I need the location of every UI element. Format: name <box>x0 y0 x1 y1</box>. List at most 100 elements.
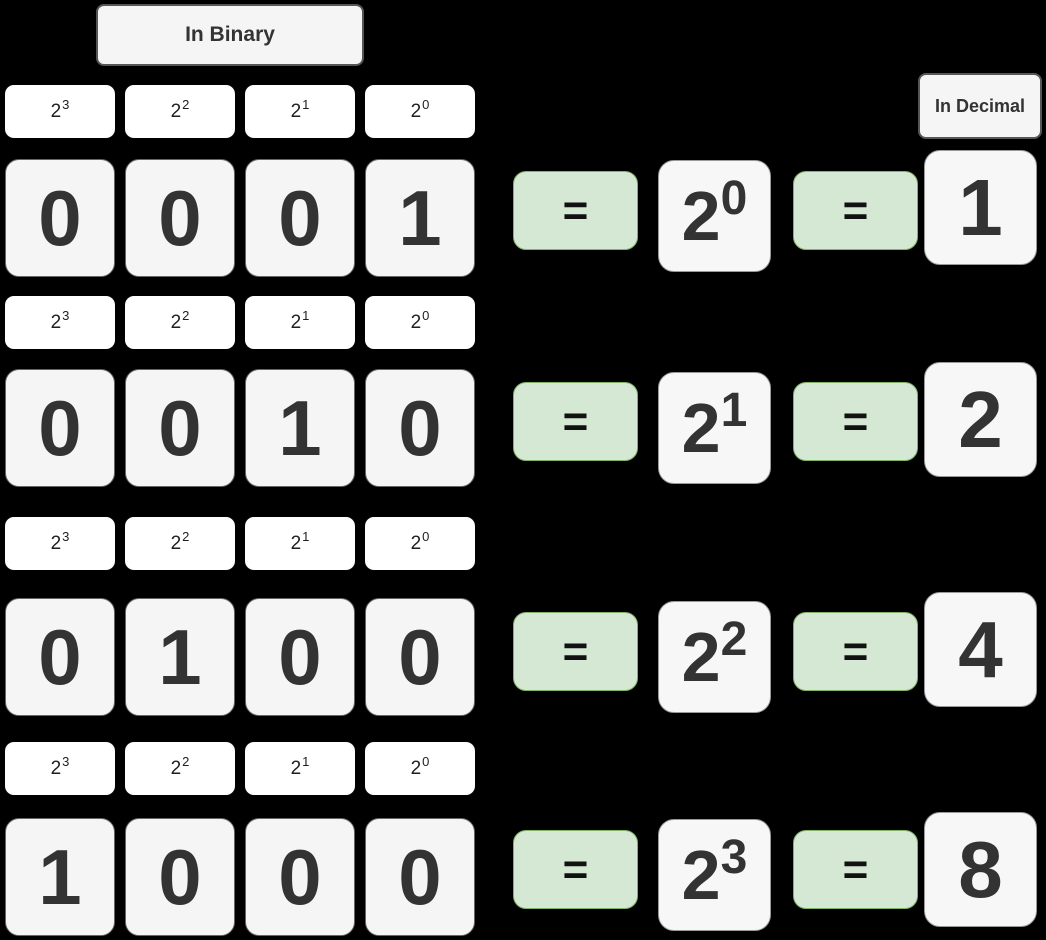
power-exponent: 1 <box>302 308 310 323</box>
power-base: 2 <box>50 100 62 122</box>
bit-cell: 1 <box>365 159 475 277</box>
power-exponent: 3 <box>62 97 70 112</box>
power-base: 2 <box>681 618 721 696</box>
binary-bits-row-4: 1 0 0 0 <box>5 818 475 936</box>
power-base: 2 <box>681 836 721 914</box>
equals-badge: = <box>513 382 638 461</box>
power-base: 2 <box>170 757 182 779</box>
bit-cell: 0 <box>5 598 115 716</box>
bit-cell: 0 <box>5 369 115 487</box>
power-exponent: 2 <box>182 308 190 323</box>
decimal-card: 2 <box>924 362 1037 477</box>
power-exponent: 0 <box>720 172 748 225</box>
equals-badge: = <box>793 830 918 909</box>
power-base: 2 <box>50 757 62 779</box>
power-exponent: 3 <box>720 831 748 884</box>
power-base: 2 <box>410 532 422 554</box>
bit-cell: 1 <box>125 598 235 716</box>
power-exponent: 0 <box>422 754 430 769</box>
power-of-two-card: 23 <box>658 819 771 931</box>
equals-badge: = <box>513 612 638 691</box>
power-exponent: 1 <box>302 529 310 544</box>
decimal-card: 8 <box>924 812 1037 927</box>
power-exponent: 0 <box>422 529 430 544</box>
bit-cell: 0 <box>245 598 355 716</box>
power-base: 2 <box>410 757 422 779</box>
power-base: 2 <box>410 311 422 333</box>
bit-cell: 0 <box>365 598 475 716</box>
bit-cell: 0 <box>125 818 235 936</box>
power-exponent: 2 <box>182 754 190 769</box>
bit-cell: 0 <box>365 369 475 487</box>
power-base: 2 <box>681 177 721 255</box>
power-value: 23 <box>682 834 748 911</box>
equals-badge: = <box>793 612 918 691</box>
power-base: 2 <box>170 532 182 554</box>
binary-bits-row-2: 0 0 1 0 <box>5 369 475 487</box>
power-exponent: 1 <box>302 97 310 112</box>
bit-cell: 0 <box>245 159 355 277</box>
power-of-two-card: 22 <box>658 601 771 713</box>
power-exponent: 2 <box>182 97 190 112</box>
power-exponent: 3 <box>62 529 70 544</box>
power-exponent: 0 <box>422 97 430 112</box>
power-base: 2 <box>290 532 302 554</box>
power-base: 2 <box>50 532 62 554</box>
bit-cell: 0 <box>125 369 235 487</box>
power-base: 2 <box>50 311 62 333</box>
power-exponent: 1 <box>302 754 310 769</box>
binary-bits-row-1: 0 0 0 1 <box>5 159 475 277</box>
equals-badge: = <box>793 171 918 250</box>
power-of-two-card: 21 <box>658 372 771 484</box>
power-value: 21 <box>682 387 748 464</box>
power-base: 2 <box>170 311 182 333</box>
power-of-two-card: 20 <box>658 160 771 272</box>
binary-bits-row-3: 0 1 0 0 <box>5 598 475 716</box>
power-exponent: 3 <box>62 754 70 769</box>
power-base: 2 <box>290 100 302 122</box>
power-base: 2 <box>290 757 302 779</box>
power-exponent: 2 <box>720 613 748 666</box>
power-exponent: 3 <box>62 308 70 323</box>
power-exponent: 0 <box>422 308 430 323</box>
power-value: 22 <box>682 616 748 693</box>
power-base: 2 <box>290 311 302 333</box>
decimal-card: 1 <box>924 150 1037 265</box>
power-base: 2 <box>170 100 182 122</box>
decimal-card: 4 <box>924 592 1037 707</box>
equals-badge: = <box>513 830 638 909</box>
bit-cell: 1 <box>245 369 355 487</box>
bit-cell: 1 <box>5 818 115 936</box>
power-value: 20 <box>682 175 748 252</box>
power-base: 2 <box>681 389 721 467</box>
equals-badge: = <box>793 382 918 461</box>
power-base: 2 <box>410 100 422 122</box>
in-decimal-label: In Decimal <box>918 73 1042 139</box>
power-exponent: 1 <box>720 384 748 437</box>
bit-cell: 0 <box>5 159 115 277</box>
bit-cell: 0 <box>125 159 235 277</box>
bit-cell: 0 <box>245 818 355 936</box>
bit-cell: 0 <box>365 818 475 936</box>
equals-badge: = <box>513 171 638 250</box>
